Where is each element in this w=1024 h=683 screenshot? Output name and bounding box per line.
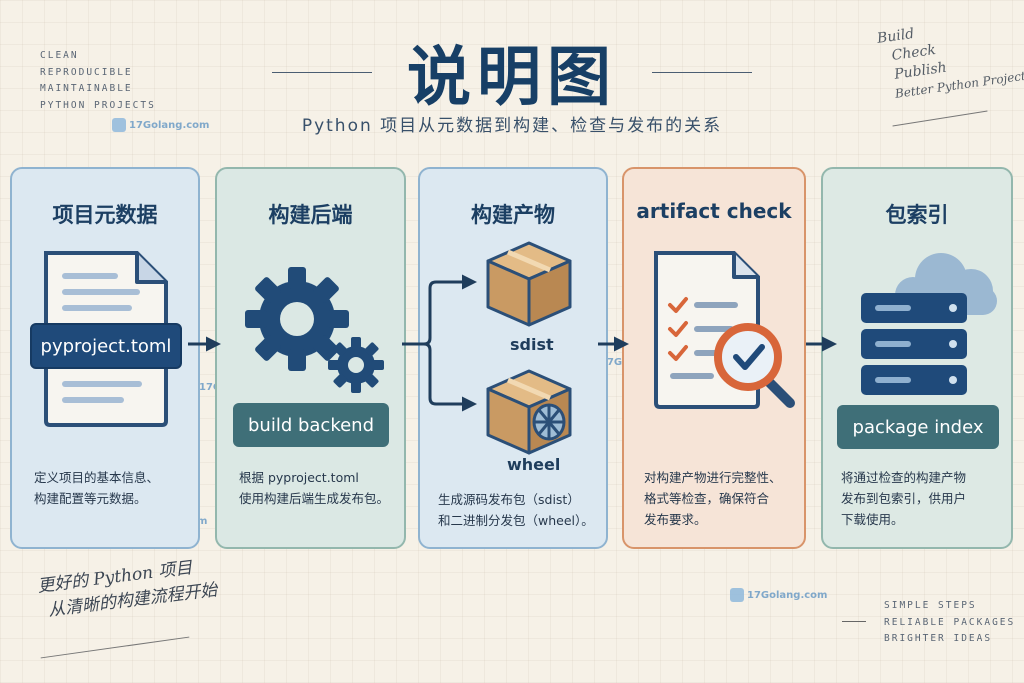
- panel-title: 构建后端: [268, 203, 353, 227]
- arrow-backend-to-artifacts: [402, 274, 477, 412]
- panel-description: 根据 pyproject.toml 使用构建后端生成发布包。: [239, 467, 404, 509]
- pyproject-toml-label: pyproject.toml: [30, 323, 182, 369]
- panel-description: 生成源码发布包（sdist） 和二进制分发包（wheel）。: [438, 489, 608, 531]
- tagline-line: CLEAN: [40, 50, 79, 61]
- description-line: 下载使用。: [841, 512, 904, 527]
- corner-tagline-bottom: SIMPLE STEPS RELIABLE PACKAGES BRIGHTER …: [884, 598, 1015, 648]
- title-rule-left: [272, 72, 372, 73]
- sdist-box-icon: [486, 241, 572, 327]
- watermark-logo-icon: [730, 588, 744, 602]
- gears-icon: [245, 267, 384, 393]
- corner-tagline-left: CLEAN REPRODUCIBLE MAINTAINABLE PYTHON P…: [40, 48, 156, 114]
- panel-description: 定义项目的基本信息、 构建配置等元数据。: [34, 467, 199, 509]
- build-backend-label: build backend: [233, 403, 389, 447]
- tagline-line: PYTHON PROJECTS: [40, 99, 156, 111]
- description-line: 将通过检查的构建产物: [841, 470, 967, 485]
- description-line: 对构建产物进行完整性、: [644, 470, 782, 485]
- description-line: 构建配置等元数据。: [34, 491, 147, 506]
- checklist-magnifier-icon: [654, 251, 795, 409]
- panel-title: 构建产物: [471, 203, 555, 227]
- tagline-line: BRIGHTER IDEAS: [884, 633, 993, 644]
- description-line: 定义项目的基本信息、: [34, 470, 160, 485]
- panel-package-index: 包索引 package index 将通过检查的构建产物 发布到包索引，供用户 …: [821, 167, 1013, 549]
- watermark: 17Golang.com: [730, 588, 827, 602]
- panel-project-metadata: 项目元数据 pyproject.toml 定义项目的基本信息、 构建配置等元数据…: [10, 167, 200, 549]
- description-line: 生成源码发布包（sdist）: [438, 492, 580, 507]
- description-line: 使用构建后端生成发布包。: [239, 491, 390, 506]
- tagline-line: REPRODUCIBLE: [40, 66, 133, 78]
- tagline-line: SIMPLE STEPS: [884, 600, 977, 611]
- panel-description: 将通过检查的构建产物 发布到包索引，供用户 下载使用。: [841, 467, 1006, 530]
- tagline-line: RELIABLE PACKAGES: [884, 616, 1016, 628]
- package-index-label: package index: [837, 405, 999, 449]
- server-stack-icon: [861, 293, 967, 395]
- description-line: 发布要求。: [644, 512, 707, 527]
- watermark: 17Golang.com: [112, 118, 209, 132]
- page-subtitle: Python 项目从元数据到构建、检查与发布的关系: [301, 116, 723, 136]
- panel-description: 对构建产物进行完整性、 格式等检查，确保符合 发布要求。: [644, 467, 809, 530]
- sdist-label: sdist: [510, 335, 554, 354]
- watermark-logo-icon: [112, 118, 126, 132]
- wheel-box-icon: [486, 369, 572, 455]
- panel-artifact-check: artifact check 对构建产物进行完整性、 格式等检查，确保符合 发布…: [622, 167, 806, 549]
- panel-title: 项目元数据: [52, 203, 158, 227]
- decorative-rule: [842, 621, 866, 622]
- panel-build-backend: 构建后端: [215, 167, 406, 549]
- panel-build-artifacts: 构建产物 sdist wheel 生成源码发布包（sdist） 和二进制分发包（…: [418, 167, 608, 549]
- title-rule-right: [652, 72, 752, 73]
- panel-title: artifact check: [636, 199, 792, 223]
- tagline-line: MAINTAINABLE: [40, 83, 133, 94]
- wheel-label: wheel: [507, 455, 561, 474]
- description-line: 和二进制分发包（wheel）。: [438, 513, 594, 528]
- description-line: 发布到包索引，供用户: [841, 491, 967, 506]
- page-title: 说明图: [407, 41, 617, 115]
- description-line: 格式等检查，确保符合: [644, 491, 770, 506]
- panel-title: 包索引: [885, 203, 949, 227]
- description-line: 根据 pyproject.toml: [239, 470, 359, 485]
- server-cloud-icon: [861, 253, 997, 395]
